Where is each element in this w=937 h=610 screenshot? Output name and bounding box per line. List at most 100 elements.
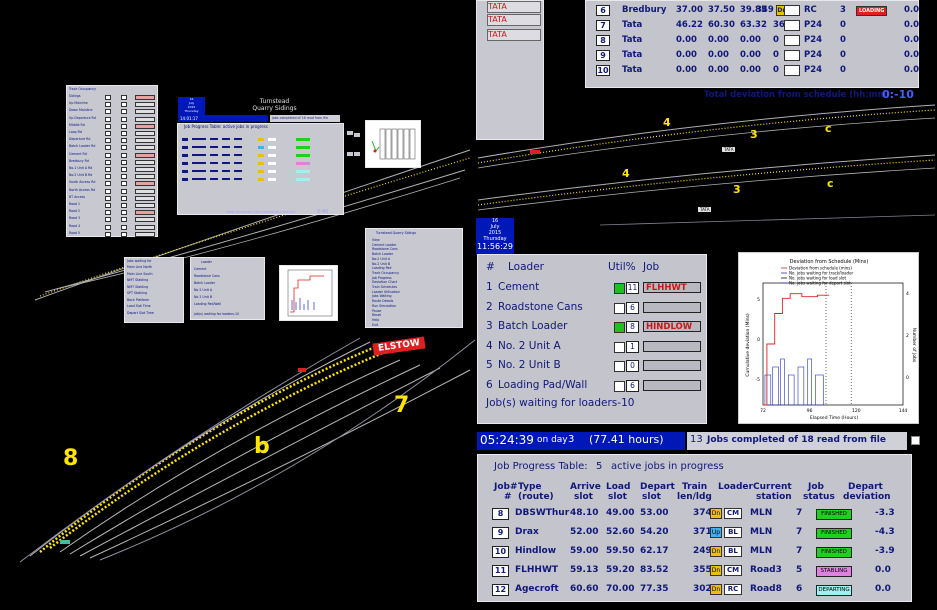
row-dev: 0.0 bbox=[875, 565, 891, 575]
list-item[interactable]: No 2 Unit B bbox=[194, 295, 284, 302]
list-item[interactable]: Jobs Waiting bbox=[372, 294, 462, 299]
loader-job[interactable] bbox=[643, 379, 701, 391]
list-item[interactable]: No 2 Unit A bbox=[194, 288, 284, 295]
list-item[interactable]: Cement Rd bbox=[69, 152, 159, 159]
list-item[interactable]: BT Access bbox=[69, 195, 159, 202]
jobs-waiting-bar bbox=[815, 374, 824, 406]
thumb-loader-wait: Job(s) waiting for loaders-10 bbox=[194, 312, 240, 316]
occupancy-box bbox=[121, 181, 127, 187]
row-depart: 0.00 bbox=[740, 65, 761, 75]
list-item[interactable]: Cement Loader bbox=[372, 243, 462, 248]
loader-row-name[interactable]: Loading Pad/Wall bbox=[498, 378, 588, 391]
list-item[interactable]: Exit bbox=[372, 323, 462, 328]
list-item[interactable]: NMT Stabling bbox=[127, 285, 217, 292]
list-item[interactable]: South Access Rd bbox=[69, 180, 159, 187]
list-item-label: Back Platform bbox=[127, 297, 150, 302]
list-item[interactable]: Batch Loader bbox=[372, 252, 462, 257]
list-item[interactable]: Sidings bbox=[69, 94, 159, 101]
list-item[interactable]: Roadstone Cans bbox=[372, 247, 462, 252]
list-item[interactable]: Pause bbox=[372, 309, 462, 314]
list-item[interactable]: Up Departure Rd bbox=[69, 116, 159, 123]
list-item[interactable]: Batch Loader Rd bbox=[69, 144, 159, 151]
list-item[interactable]: View bbox=[372, 238, 462, 243]
list-item[interactable]: Up Mainline bbox=[69, 101, 159, 108]
list-item[interactable]: Job Progress bbox=[372, 276, 462, 281]
thumb-deviation-label: Total deviation from schedule (hh:mm) bbox=[226, 210, 296, 214]
occupancy-box bbox=[121, 102, 127, 108]
list-item[interactable]: Depart Slot Time bbox=[127, 311, 217, 318]
legend-entry: No. jobs waiting for depart slot bbox=[789, 281, 851, 286]
occupancy-box bbox=[105, 123, 111, 129]
list-item[interactable]: No.2 Unit B bbox=[372, 262, 462, 267]
row-arrive: 0.00 bbox=[676, 35, 697, 45]
loader-job[interactable]: FLHHWT bbox=[643, 282, 701, 293]
list-item[interactable]: Cement bbox=[194, 267, 284, 274]
list-item[interactable]: Train Schedules bbox=[372, 285, 462, 290]
list-item[interactable]: Loading Pad/Wall bbox=[194, 302, 284, 309]
loader-job[interactable] bbox=[643, 301, 701, 313]
list-item[interactable]: North Access Rd bbox=[69, 188, 159, 195]
list-item[interactable]: Loop Rd bbox=[69, 130, 159, 137]
list-item[interactable]: Road 3 bbox=[69, 216, 159, 223]
list-item[interactable]: No.2 Unit B Rd bbox=[69, 173, 159, 180]
list-item[interactable]: Route Details bbox=[372, 299, 462, 304]
list-item[interactable]: Road 1 bbox=[69, 202, 159, 209]
list-item[interactable]: Bredbury Rd bbox=[69, 159, 159, 166]
thumb-buttons[interactable] bbox=[347, 122, 361, 156]
tata-item[interactable]: TATA bbox=[487, 1, 541, 13]
loader-job[interactable]: HINDLOW bbox=[643, 321, 701, 332]
loader-row-name[interactable]: Cement bbox=[498, 281, 540, 293]
list-item[interactable]: Road 5 bbox=[69, 231, 159, 238]
tata-item[interactable]: TATA bbox=[487, 14, 541, 26]
loader-job[interactable] bbox=[643, 360, 701, 371]
list-item[interactable]: Departure Rd bbox=[69, 137, 159, 144]
list-item[interactable]: Track Occupancy bbox=[372, 271, 462, 276]
row-dev: 0.0 bbox=[904, 50, 920, 60]
loader-header-num: # bbox=[486, 261, 495, 273]
list-item[interactable]: Deviation Chart bbox=[372, 280, 462, 285]
list-item[interactable]: Batch Loader bbox=[194, 281, 284, 288]
list-item[interactable]: Road 2 bbox=[69, 209, 159, 216]
loader-row-name[interactable]: Batch Loader bbox=[498, 320, 568, 332]
list-item[interactable]: Main Line North bbox=[127, 265, 217, 272]
list-item[interactable]: Middle Rd bbox=[69, 123, 159, 130]
list-item[interactable]: Loader Utilisation bbox=[372, 290, 462, 295]
list-item[interactable]: Roadstone Cans bbox=[194, 274, 284, 281]
list-item[interactable]: Run Simulation bbox=[372, 304, 462, 309]
occupancy-bar bbox=[135, 102, 155, 108]
list-item[interactable]: Help bbox=[372, 318, 462, 323]
list-item[interactable]: Reset bbox=[372, 313, 462, 318]
list-item[interactable]: No.1 Unit A Rd bbox=[69, 166, 159, 173]
list-item[interactable]: Back Platform bbox=[127, 298, 217, 305]
loader-row-name[interactable]: No. 2 Unit B bbox=[498, 359, 561, 371]
loader-row-name[interactable]: Roadstone Cans bbox=[498, 300, 583, 313]
list-item[interactable]: No.2 Unit A bbox=[372, 257, 462, 262]
tata-item[interactable]: TATA bbox=[487, 29, 541, 41]
loader-row-name[interactable]: No. 2 Unit A bbox=[498, 339, 561, 352]
total-deviation-value: 0:-10 bbox=[882, 88, 914, 101]
list-item[interactable]: Down Mainline bbox=[69, 108, 159, 115]
list-item[interactable]: Loading Pad bbox=[372, 266, 462, 271]
row-station: MLN bbox=[750, 546, 773, 556]
list-item[interactable]: SPT Stabling bbox=[127, 291, 217, 298]
list-item[interactable]: Main Line South bbox=[127, 272, 217, 279]
checkbox[interactable] bbox=[911, 436, 920, 445]
row-dev: -3.3 bbox=[875, 508, 895, 518]
list-item[interactable]: NMT Stabling bbox=[127, 278, 217, 285]
row-status_num: 3 bbox=[840, 5, 846, 15]
row-loader: P24 bbox=[804, 35, 823, 45]
list-item[interactable]: Road 4 bbox=[69, 224, 159, 231]
map-label-ca: c bbox=[825, 122, 832, 135]
list-item[interactable]: Load Slot Time bbox=[127, 304, 217, 311]
loader-job[interactable] bbox=[643, 340, 701, 352]
